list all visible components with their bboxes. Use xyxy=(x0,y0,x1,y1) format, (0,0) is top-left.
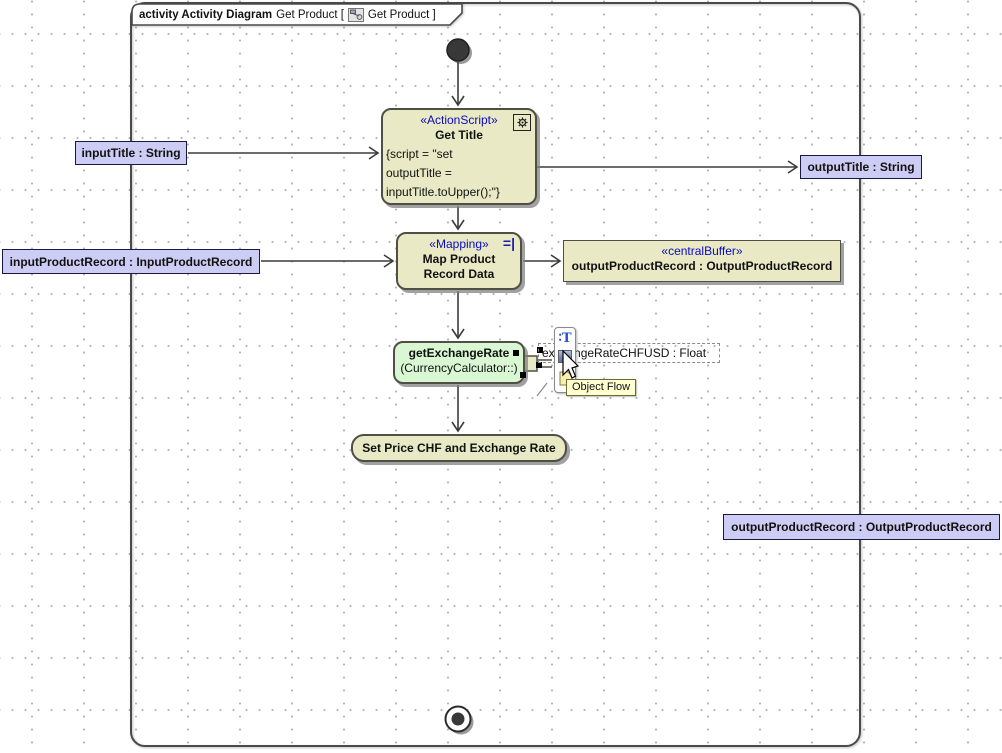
central-buffer-name: outputProductRecord : OutputProductRecor… xyxy=(571,259,833,273)
frame-context: Get Product [ xyxy=(276,8,344,21)
initial-node[interactable] xyxy=(446,38,470,62)
arrowhead xyxy=(451,421,465,433)
script-body: {script = "set outputTitle = inputTitle.… xyxy=(383,143,535,202)
final-node-dot xyxy=(451,712,465,726)
action-name-get-exchange-rate: getExchangeRate xyxy=(408,346,510,360)
action-qualifier: (CurrencyCalculator::) xyxy=(400,361,518,375)
text-tool-icon[interactable]: ∶T xyxy=(558,331,572,346)
object-node-input-product-record[interactable]: inputProductRecord : InputProductRecord xyxy=(2,249,260,274)
stereotype-mapping: «Mapping» xyxy=(429,237,489,251)
frame-reference: Get Product ] xyxy=(367,8,436,21)
arrowhead xyxy=(451,219,465,231)
object-label-text: outputTitle : String xyxy=(807,160,915,174)
action-node-mapping[interactable]: «Mapping» Map Product Record Data =| xyxy=(396,232,522,290)
action-node-set-price[interactable]: Set Price CHF and Exchange Rate xyxy=(351,434,567,462)
object-label-text: inputProductRecord : InputProductRecord xyxy=(9,254,253,269)
mapping-icon: =| xyxy=(502,235,515,251)
object-flow-icon[interactable] xyxy=(558,350,572,363)
action-name-set-price: Set Price CHF and Exchange Rate xyxy=(362,440,556,455)
script-line: outputTitle = xyxy=(386,166,452,180)
arrowhead xyxy=(368,146,380,160)
final-node-shadow xyxy=(448,709,474,735)
arrowhead xyxy=(383,254,395,268)
arrowhead xyxy=(550,254,562,268)
action-node-get-exchange-rate[interactable]: getExchangeRate (CurrencyCalculator::) xyxy=(393,341,525,384)
action-node-get-title[interactable]: «ActionScript» Get Title {script = "set … xyxy=(381,108,537,205)
tooltip: Object Flow xyxy=(566,379,637,396)
selection-handle[interactable] xyxy=(513,350,519,356)
action-name-mapping-line2: Record Data xyxy=(423,267,495,281)
script-line: inputTitle.toUpper();"} xyxy=(386,185,500,199)
object-node-input-title[interactable]: inputTitle : String xyxy=(75,141,187,165)
script-line: {script = "set xyxy=(386,147,453,161)
frame-header: activity Activity Diagram Get Product [ … xyxy=(139,6,436,23)
stereotype-centralbuffer: «centralBuffer» xyxy=(661,244,743,258)
initial-node-shadow xyxy=(450,42,472,64)
gear-icon xyxy=(513,114,531,131)
frame-keyword: activity Activity Diagram xyxy=(139,8,273,21)
object-node-output-product-record[interactable]: outputProductRecord : OutputProductRecor… xyxy=(723,514,1000,540)
object-node-output-title[interactable]: outputTitle : String xyxy=(800,155,922,179)
arrowhead xyxy=(787,160,799,174)
activity-diagram-icon xyxy=(347,7,364,22)
selection-handle[interactable] xyxy=(520,372,526,378)
arrowhead xyxy=(451,95,465,107)
rubber-band-line xyxy=(536,382,548,397)
final-node[interactable] xyxy=(444,705,472,733)
object-label-text: outputProductRecord : OutputProductRecor… xyxy=(731,520,992,534)
action-name-mapping-line1: Map Product xyxy=(422,252,496,266)
arrowhead xyxy=(451,328,465,340)
central-buffer-node[interactable]: «centralBuffer» outputProductRecord : Ou… xyxy=(563,240,841,282)
object-label-text: inputTitle : String xyxy=(81,146,181,160)
